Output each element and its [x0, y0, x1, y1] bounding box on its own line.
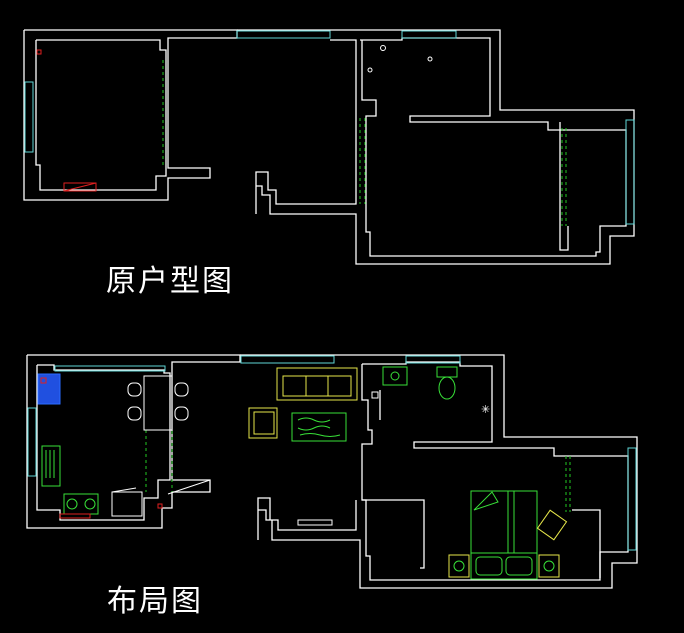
layout-outer-wall-top	[240, 354, 638, 589]
original-window-right	[625, 119, 635, 225]
washing-machine-icon	[37, 373, 61, 405]
bedroom-chair-icon	[536, 509, 568, 541]
original-floor-plan	[23, 29, 635, 265]
gas-stove-icon	[63, 493, 99, 515]
layout-outer-wall	[26, 354, 241, 529]
original-inner-wall-left	[35, 39, 167, 191]
layout-window-left	[27, 407, 37, 477]
gas-stove-burner-2	[84, 498, 96, 510]
original-red-marker-diag	[63, 182, 97, 192]
dining-chair-2	[127, 406, 142, 421]
layout-window-kitchen	[54, 365, 166, 372]
door-red-marker-icon	[157, 503, 163, 509]
layout-inner-wall-right	[361, 361, 629, 581]
gas-stove-burner-1	[66, 498, 78, 510]
original-inner-wall-right	[360, 37, 627, 257]
original-fixture-dot-3	[427, 56, 433, 62]
original-window-left	[24, 81, 34, 153]
sofa-icon	[276, 367, 358, 401]
double-bed-icon	[470, 490, 538, 580]
bathroom-basin-icon	[382, 366, 408, 386]
refrigerator-icon	[111, 491, 143, 517]
washing-machine-marker-icon	[40, 377, 47, 384]
dining-chair-4	[174, 406, 189, 421]
dining-table-icon	[143, 375, 173, 431]
coffee-table-icon	[291, 412, 347, 442]
original-window-top-right	[401, 30, 457, 39]
original-red-marker-box	[63, 182, 97, 192]
layout-window-top-right	[405, 355, 461, 364]
armchair-icon	[248, 407, 278, 439]
nightstand-left-icon	[448, 554, 470, 578]
original-red-marker-small	[36, 49, 42, 55]
layout-closet-wall	[572, 509, 601, 578]
original-plan-title: 原户型图	[106, 264, 234, 299]
stove-red-marker-icon	[59, 513, 91, 519]
bathroom-fixture-icon	[371, 391, 379, 399]
shower-icon: ✳	[481, 403, 490, 416]
original-outer-wall-top	[237, 29, 635, 265]
original-fixture-dot-1	[380, 45, 386, 51]
entry-door-swing-icon	[167, 479, 211, 495]
original-outer-wall	[23, 29, 238, 201]
layout-floor-plan: ✳	[26, 354, 638, 589]
corridor-cabinet-icon	[297, 519, 333, 526]
original-inner-wall-mid	[559, 122, 569, 251]
layout-inner-wall-left	[36, 364, 171, 521]
layout-plan-title: 布局图	[107, 584, 203, 619]
layout-bedroom-wall	[362, 499, 425, 569]
dining-chair-3	[174, 382, 189, 397]
kitchen-sink-icon	[41, 445, 61, 487]
refrigerator-line	[111, 487, 137, 493]
toilet-icon	[436, 366, 458, 400]
layout-window-top	[240, 355, 335, 364]
nightstand-right-icon	[538, 554, 560, 578]
layout-window-right	[627, 447, 637, 551]
original-fixture-dot-2	[367, 67, 373, 73]
dining-chair-1	[127, 382, 142, 397]
bathroom-basin-bowl	[390, 371, 400, 381]
original-window-top	[236, 30, 331, 39]
